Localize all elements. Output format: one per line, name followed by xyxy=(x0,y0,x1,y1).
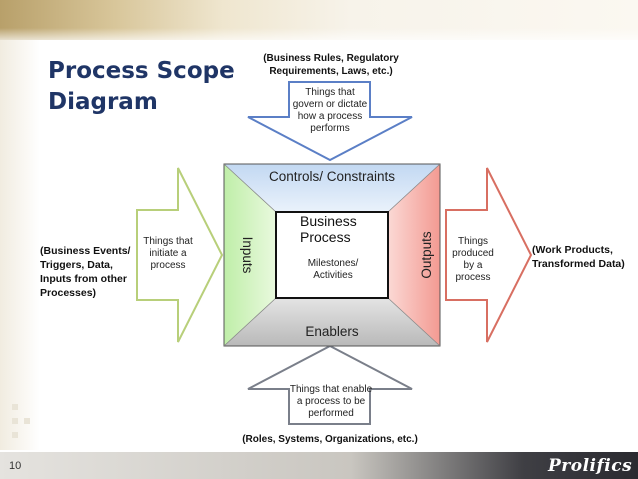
header-banner-fade xyxy=(0,28,638,46)
page-number: 10 xyxy=(9,460,22,472)
decorative-dot xyxy=(12,418,18,424)
controls-panel xyxy=(224,164,440,212)
inputs-description: Things that initiate a process xyxy=(143,236,193,271)
enablers-panel xyxy=(224,298,440,346)
outputs-arrow xyxy=(445,167,533,343)
process-subtitle: Milestones/ Activities xyxy=(307,258,359,281)
inputs-examples: (Business Events/ Triggers, Data, Inputs… xyxy=(40,245,131,299)
decorative-dot xyxy=(24,418,30,424)
enablers-description: Things that enable a process to be perfo… xyxy=(289,384,373,419)
slide-title: Process Scope Diagram xyxy=(48,58,235,115)
left-margin-decoration xyxy=(0,40,40,450)
brand-logo: Prolifics xyxy=(548,456,633,476)
outputs-panel-label: Outputs xyxy=(419,231,434,279)
controls-description: Things that govern or dictate how a proc… xyxy=(292,87,368,134)
decorative-dot xyxy=(12,432,18,438)
controls-panel-label: Controls/ Constraints xyxy=(268,169,396,184)
enablers-panel-label: Enablers xyxy=(305,324,359,339)
outputs-description: Things produced by a process xyxy=(452,236,494,283)
outputs-panel xyxy=(388,164,440,346)
controls-arrow xyxy=(247,81,413,162)
outputs-examples: (Work Products, Transformed Data) xyxy=(532,244,625,270)
process-title: Business Process xyxy=(300,213,357,245)
inputs-arrow xyxy=(136,167,224,343)
inputs-panel-label: Inputs xyxy=(240,236,255,274)
outer-box-border xyxy=(223,163,441,347)
enablers-examples: (Roles, Systems, Organizations, etc.) xyxy=(242,434,418,445)
enablers-arrow xyxy=(247,344,413,425)
footer-bar xyxy=(0,452,638,479)
decorative-dot xyxy=(12,404,18,410)
process-box xyxy=(275,211,389,299)
controls-examples: (Business Rules, Regulatory Requirements… xyxy=(263,53,399,77)
inputs-panel xyxy=(224,164,276,346)
